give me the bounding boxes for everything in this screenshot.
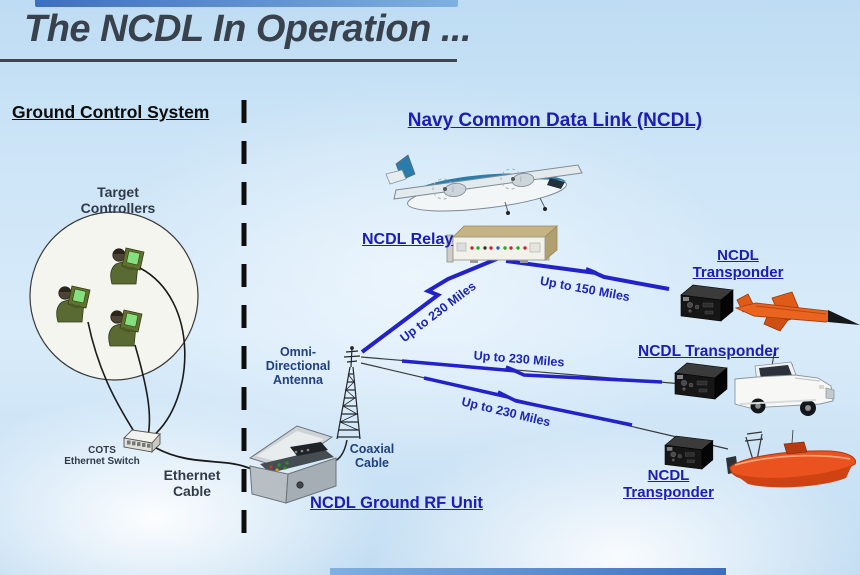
link-antenna-to-boat (360, 362, 729, 450)
bottom-accent-bar (330, 568, 726, 575)
cots-ethernet-switch-label: COTS Ethernet Switch (64, 445, 140, 468)
transponder-boat-illustration (664, 435, 714, 470)
airplane-illustration (385, 154, 583, 215)
transponder-air-illustration (680, 284, 734, 322)
ncdl-relay-illustration (446, 225, 559, 263)
transponder-boat-label: NCDL Transponder (623, 467, 714, 501)
pickup-truck-illustration (734, 347, 835, 416)
target-drone-illustration (734, 291, 860, 332)
ethernet-cable-label: Ethernet Cable (163, 467, 221, 499)
ncdl-header: Navy Common Data Link (NCDL) (407, 110, 703, 131)
target-controllers-illustration (29, 211, 199, 381)
slide-title: The NCDL In Operation ... (24, 8, 472, 50)
link-antenna-to-vehicle (360, 356, 684, 385)
omni-antenna-label: Omni- Directional Antenna (265, 345, 331, 387)
link-antenna-to-relay (360, 256, 500, 354)
ground-rf-unit-illustration (248, 425, 337, 504)
ground-control-system-header: Ground Control System (12, 102, 210, 122)
boat-illustration (726, 429, 857, 488)
ground-rf-unit-label: NCDL Ground RF Unit (310, 494, 483, 512)
title-underline (0, 59, 457, 62)
coaxial-cable-label: Coaxial Cable (349, 442, 395, 470)
transponder-vehicle-label: NCDL Transponder (638, 343, 779, 360)
transponder-air-label: NCDL Transponder (692, 247, 784, 281)
top-accent-bar (35, 0, 458, 7)
ethernet-switch-illustration (123, 429, 161, 454)
omni-antenna-illustration (336, 346, 361, 440)
link-relay-to-air-transponder (505, 259, 670, 291)
ncdl-relay-label: NCDL Relay (362, 231, 454, 248)
transponder-vehicle-illustration (674, 362, 728, 400)
target-controllers-label: Target Controllers (80, 184, 156, 216)
